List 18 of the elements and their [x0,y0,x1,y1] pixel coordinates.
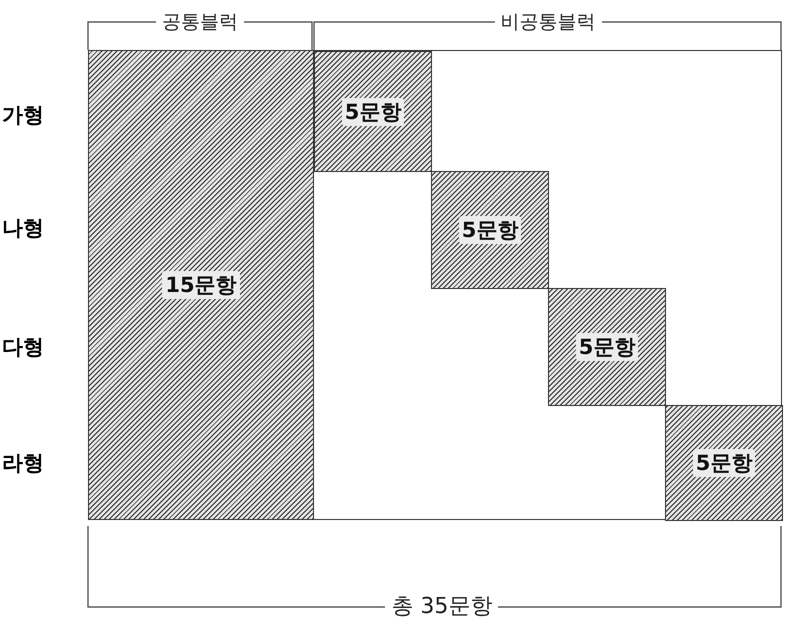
block-frame [313,50,782,520]
item-block [314,51,432,172]
item-block [665,405,783,521]
item-count: 5문항 [342,98,404,126]
item-count: 5문항 [576,333,638,361]
item-count: 5문항 [692,449,756,477]
item-block [548,288,666,406]
item-block [431,171,549,289]
block-title: 공통블럭 [156,11,244,33]
row-label: 라형 [2,451,44,475]
common-block [88,50,314,520]
item-count: 15문항 [162,271,240,299]
item-count: 5문항 [458,216,522,244]
row-label: 가형 [2,103,44,127]
row-label: 나형 [2,216,44,240]
row-label: 다형 [2,335,44,359]
block-title: 비공통블럭 [494,11,602,33]
total-label: 총 35문항 [385,596,498,618]
